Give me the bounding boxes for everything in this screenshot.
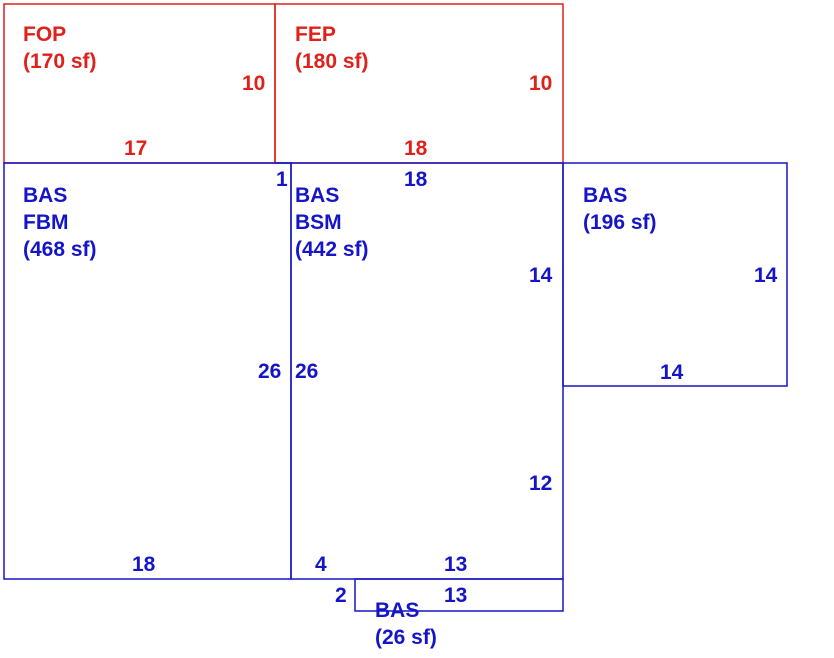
bottom-side-dimension: 2 [335, 584, 347, 607]
fop-bottom-dimension: 17 [124, 137, 147, 160]
right-bottom-dimension: 14 [660, 361, 684, 384]
bas-bottom-label-line-2: (26 sf) [375, 626, 437, 649]
bas-bottom-label: BAS (26 sf) [375, 599, 437, 649]
fep-label-line-1: FEP [295, 23, 336, 46]
bas-right-outline [562, 162, 788, 387]
fep-side-dimension: 10 [529, 72, 552, 95]
base-outlines [3, 162, 788, 612]
bas-fbm-label-line-2: FBM [23, 211, 69, 234]
bas-bsm-label-line-2: BSM [295, 211, 342, 234]
bsm-left-dimension: 26 [295, 360, 318, 383]
bas-bottom-label-line-1: BAS [375, 599, 419, 622]
bsm-bottom-right-dimension: 13 [444, 553, 467, 576]
bsm-bottom-left-dimension: 4 [315, 553, 327, 576]
fep-label-line-2: (180 sf) [295, 50, 369, 73]
bsm-right-lower-dimension: 12 [529, 472, 552, 495]
bas-bsm-label-line-3: (442 sf) [295, 238, 369, 261]
bottom-top-dimension: 13 [444, 584, 467, 607]
fbm-right-dimension: 26 [258, 360, 281, 383]
bas-fbm-label-line-1: BAS [23, 184, 67, 207]
right-side-dimension: 14 [754, 264, 778, 287]
porch-outlines [3, 3, 564, 164]
fep-bottom-dimension: 18 [404, 137, 428, 160]
bas-right-label-line-2: (196 sf) [583, 211, 657, 234]
fop-label-line-2: (170 sf) [23, 50, 97, 73]
bas-bsm-label-line-1: BAS [295, 184, 339, 207]
bas-right-label-line-1: BAS [583, 184, 627, 207]
bas-fbm-label: BAS FBM (468 sf) [23, 184, 97, 261]
bas-right-label: BAS (196 sf) [583, 184, 657, 234]
bsm-top-dimension: 18 [404, 168, 428, 191]
fbm-bottom-dimension: 18 [132, 553, 156, 576]
jog-dimension: 1 [276, 168, 288, 191]
bas-bsm-label: BAS BSM (442 sf) [295, 184, 369, 261]
fop-side-dimension: 10 [242, 72, 265, 95]
fop-label: FOP (170 sf) [23, 23, 97, 73]
fop-label-line-1: FOP [23, 23, 66, 46]
fep-label: FEP (180 sf) [295, 23, 369, 73]
bsm-right-upper-dimension: 14 [529, 264, 553, 287]
bas-fbm-label-line-3: (468 sf) [23, 238, 97, 261]
bas-bottom-outline [354, 578, 564, 612]
